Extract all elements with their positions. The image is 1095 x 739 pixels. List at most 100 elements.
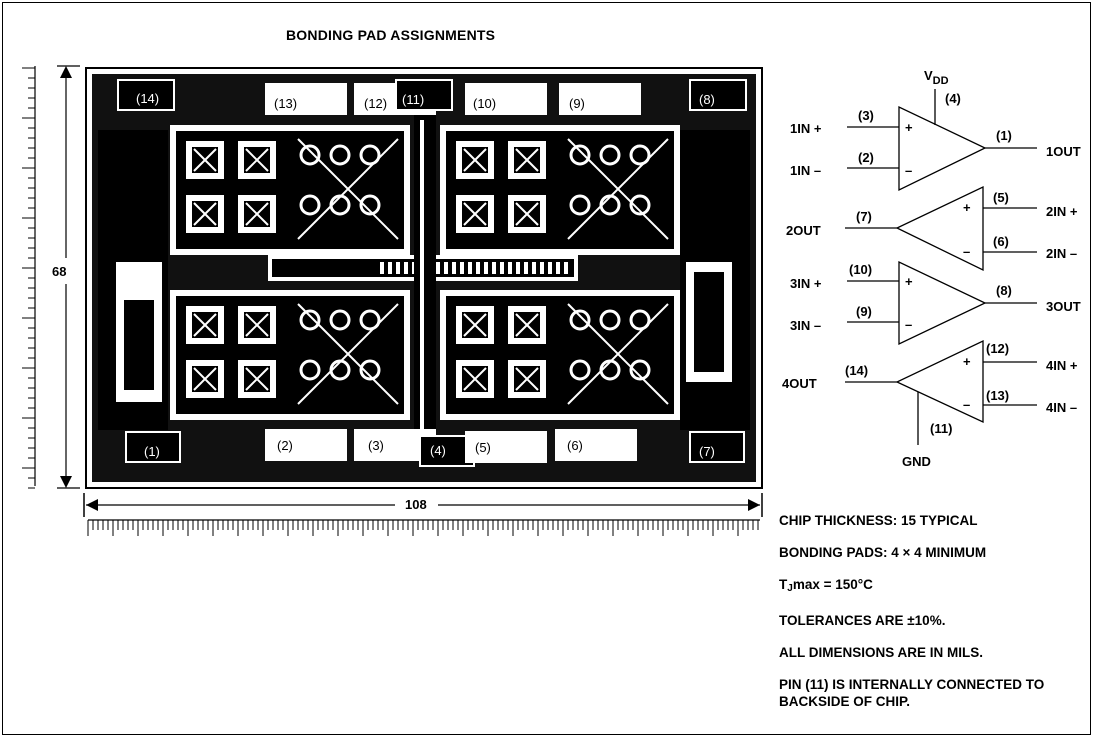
opamp-schematic xyxy=(845,89,1037,445)
amp1-out-pin: (1) xyxy=(996,128,1012,143)
amp1-in-minus-pin: (2) xyxy=(858,150,874,165)
amp2-out: 2OUT xyxy=(786,223,821,238)
bond-pad xyxy=(555,429,637,461)
amp4-in-plus: 4IN + xyxy=(1046,358,1078,373)
amp2-plus-sign: + xyxy=(963,200,971,215)
ladder-segment xyxy=(388,262,392,274)
amp4-plus-sign: + xyxy=(963,354,971,369)
amp4-in-minus-pin: (13) xyxy=(986,388,1009,403)
schematic-labels: VDD (4) 1IN + (3) 1IN – (2) 1OUT (1) + –… xyxy=(782,68,1081,469)
ladder-segment xyxy=(452,262,456,274)
gnd-pin: (11) xyxy=(930,421,952,436)
bond-pad xyxy=(117,79,175,111)
amp2-minus-sign: – xyxy=(963,244,970,259)
transistor-cell-mark xyxy=(193,202,217,226)
ladder-segment xyxy=(492,262,496,274)
via-ring xyxy=(569,359,591,381)
pad-label-14: (14) xyxy=(136,91,159,106)
bond-pad xyxy=(395,79,453,111)
height-dimension xyxy=(57,65,80,489)
bond-pad xyxy=(125,431,181,463)
metal-trace xyxy=(567,303,669,405)
amp1-minus-sign: – xyxy=(905,163,912,178)
chip-pad-labels: (14) (13) (12) (11) (10) (9) (8) (1) (2)… xyxy=(136,91,715,459)
amp1-out: 1OUT xyxy=(1046,144,1081,159)
vdd-pin: (4) xyxy=(945,91,961,106)
via-ring xyxy=(629,359,651,381)
via-ring xyxy=(299,309,321,331)
figure-title: BONDING PAD ASSIGNMENTS xyxy=(286,27,496,43)
amp1-in-plus-pin: (3) xyxy=(858,108,874,123)
transistor-cell-mark xyxy=(245,148,269,172)
via-ring xyxy=(569,309,591,331)
via-ring xyxy=(569,194,591,216)
circuit-quadrants xyxy=(170,125,680,420)
metal-trace xyxy=(297,303,399,405)
via-ring xyxy=(629,144,651,166)
via-ring xyxy=(359,194,381,216)
transistor-cell-mark xyxy=(515,148,539,172)
vdd-label: VDD xyxy=(924,68,949,87)
amp4-in-minus: 4IN – xyxy=(1046,400,1077,415)
via-ring xyxy=(629,194,651,216)
bond-pad xyxy=(465,83,547,115)
via-ring xyxy=(599,309,621,331)
transistor-cell-mark xyxy=(245,313,269,337)
bond-pad xyxy=(559,83,641,115)
amp3-in-minus: 3IN – xyxy=(790,318,821,333)
ladder-segment xyxy=(548,262,552,274)
via-ring xyxy=(359,309,381,331)
via-ring xyxy=(299,359,321,381)
ladder-segment xyxy=(460,262,464,274)
via-ring xyxy=(569,144,591,166)
pad-label-11: (11) xyxy=(402,92,424,107)
pad-label-7: (7) xyxy=(699,444,715,459)
via-ring xyxy=(599,144,621,166)
ladder-segment xyxy=(564,262,568,274)
chip-die xyxy=(85,67,763,489)
note-units: ALL DIMENSIONS ARE IN MILS. xyxy=(779,645,984,660)
ladder-segment xyxy=(468,262,472,274)
amp3-triangle xyxy=(898,260,987,346)
ladder-segment xyxy=(484,262,488,274)
via-ring xyxy=(359,359,381,381)
amp4-out-pin: (14) xyxy=(845,363,868,378)
amp3-out-pin: (8) xyxy=(996,283,1012,298)
transistor-cell-mark xyxy=(515,202,539,226)
ladder-segment xyxy=(436,262,440,274)
via-ring xyxy=(329,309,351,331)
amp4-out: 4OUT xyxy=(782,376,817,391)
amp2-triangle xyxy=(895,185,984,272)
ladder-segment xyxy=(500,262,504,274)
amp2-in-minus: 2IN – xyxy=(1046,246,1077,261)
via-ring xyxy=(359,144,381,166)
height-dimension-label: 68 xyxy=(52,264,66,279)
bond-pad xyxy=(265,429,347,461)
note-bonding-pads: BONDING PADS: 4 × 4 MINIMUM xyxy=(779,545,987,560)
pad-label-12: (12) xyxy=(364,96,387,111)
transistor-cell-mark xyxy=(463,148,487,172)
pad-label-2: (2) xyxy=(277,438,293,453)
amp1-in-minus: 1IN – xyxy=(790,163,821,178)
amp3-in-minus-pin: (9) xyxy=(856,304,872,319)
note-tolerances: TOLERANCES ARE ±10%. xyxy=(779,613,946,628)
ladder-segment xyxy=(508,262,512,274)
amp2-in-plus: 2IN + xyxy=(1046,204,1078,219)
via-ring xyxy=(329,144,351,166)
amp3-plus-sign: + xyxy=(905,274,913,289)
bond-pad xyxy=(689,431,745,463)
note-tj-max: TJmax = 150°C xyxy=(779,577,873,594)
width-dimension-label: 108 xyxy=(405,497,427,512)
ladder-segment xyxy=(524,262,528,274)
note-pin11: PIN (11) IS INTERNALLY CONNECTED TO BACK… xyxy=(779,677,1045,709)
amp2-in-plus-pin: (5) xyxy=(993,190,1009,205)
note-chip-thickness: CHIP THICKNESS: 15 TYPICAL xyxy=(779,513,978,528)
pad-label-5: (5) xyxy=(475,440,491,455)
amp3-minus-sign: – xyxy=(905,317,912,332)
pad-label-4: (4) xyxy=(430,443,446,458)
ladder-segment xyxy=(396,262,400,274)
amp4-triangle xyxy=(895,339,984,424)
transistor-cell-mark xyxy=(245,367,269,391)
